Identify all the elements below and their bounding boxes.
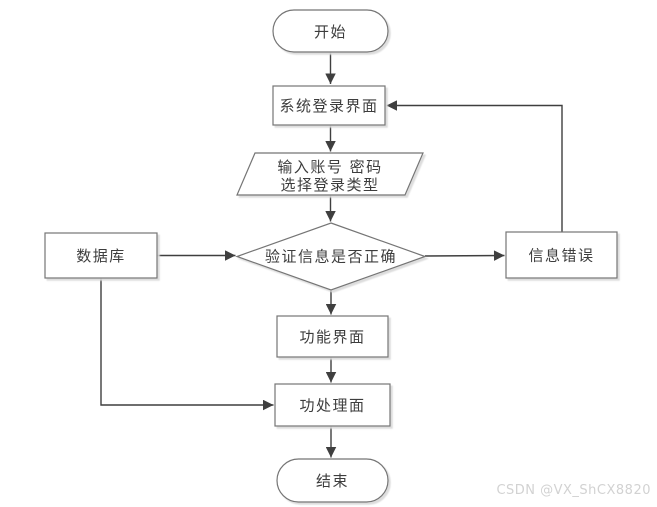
error-label: 信息错误 bbox=[528, 247, 594, 265]
end-label: 结束 bbox=[316, 472, 349, 490]
function-screen-node: 功能界面 bbox=[276, 315, 389, 358]
connector-decision-to-error bbox=[424, 250, 505, 261]
process-rect-shape bbox=[274, 383, 391, 427]
input-parallelogram-shape bbox=[236, 152, 424, 196]
database-node: 数据库 bbox=[44, 232, 158, 279]
process-label: 功处理面 bbox=[299, 397, 365, 415]
start-node: 开始 bbox=[272, 9, 389, 53]
decision-label: 验证信息是否正确 bbox=[265, 248, 397, 266]
input-label-line1: 输入账号 密码 bbox=[277, 158, 382, 176]
database-rect-shape bbox=[44, 232, 158, 279]
end-node: 结束 bbox=[276, 458, 389, 503]
start-label: 开始 bbox=[314, 23, 347, 41]
decision-node: 验证信息是否正确 bbox=[235, 222, 427, 291]
watermark-text: CSDN @VX_ShCX8820 bbox=[496, 483, 651, 498]
start-terminator-shape bbox=[272, 9, 389, 53]
error-node: 信息错误 bbox=[505, 231, 618, 279]
login-rect-shape bbox=[272, 85, 386, 126]
error-rect-shape bbox=[505, 231, 618, 279]
function-label: 功能界面 bbox=[299, 328, 365, 346]
connectors bbox=[100, 52, 563, 458]
login-screen-node: 系统登录界面 bbox=[272, 85, 386, 126]
input-node: 输入账号 密码 选择登录类型 bbox=[236, 152, 424, 196]
function-rect-shape bbox=[276, 315, 389, 358]
end-terminator-shape bbox=[276, 458, 389, 503]
database-label: 数据库 bbox=[76, 247, 126, 265]
process-screen-node: 功处理面 bbox=[274, 383, 391, 427]
input-label-line2: 选择登录类型 bbox=[280, 176, 379, 194]
login-label: 系统登录界面 bbox=[279, 97, 378, 115]
connector-database-to-process bbox=[100, 278, 274, 411]
decision-diamond-shape bbox=[235, 222, 427, 291]
connector-error-to-login bbox=[386, 100, 563, 232]
